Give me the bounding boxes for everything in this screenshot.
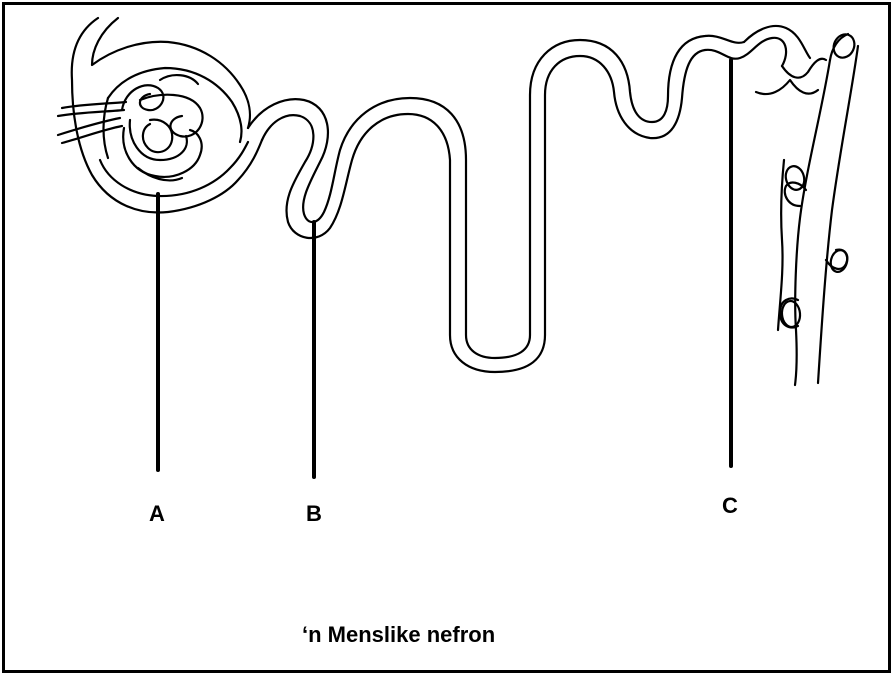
bowmans-capsule <box>72 18 262 213</box>
renal-tubule <box>248 26 826 372</box>
label-b: B <box>306 503 322 525</box>
diagram-caption: ‘n Menslike nefron <box>302 624 495 646</box>
collecting-duct <box>778 31 858 385</box>
label-a: A <box>149 503 165 525</box>
glomerulus <box>58 75 203 180</box>
label-c: C <box>722 495 738 517</box>
